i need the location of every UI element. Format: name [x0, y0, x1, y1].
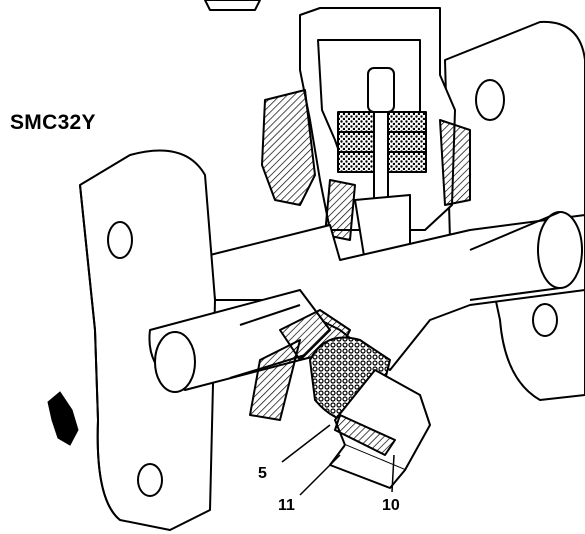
right-flange [444, 20, 585, 401]
model-title: SMC32Y [10, 111, 96, 134]
cap-gasket [334, 414, 396, 456]
flow-arrow-icon [47, 391, 79, 446]
callout-10: 10 [382, 497, 400, 514]
callout-11: 11 [278, 497, 295, 514]
stem-head [367, 67, 395, 113]
bonnet-left-shoulder [261, 89, 316, 206]
right-bore [537, 211, 583, 289]
top-block [204, 0, 261, 11]
leader-11 [299, 454, 341, 496]
left-flange-bolt-hole-bottom [137, 463, 163, 497]
leader-5 [281, 424, 331, 463]
bonnet-right-shoulder [439, 119, 471, 206]
right-flange-bolt-hole-top [475, 79, 505, 121]
callout-5: 5 [258, 465, 267, 482]
leader-10 [391, 454, 395, 493]
left-flange-bolt-hole-top [107, 221, 133, 259]
right-flange-bolt-hole-bottom [532, 303, 558, 337]
